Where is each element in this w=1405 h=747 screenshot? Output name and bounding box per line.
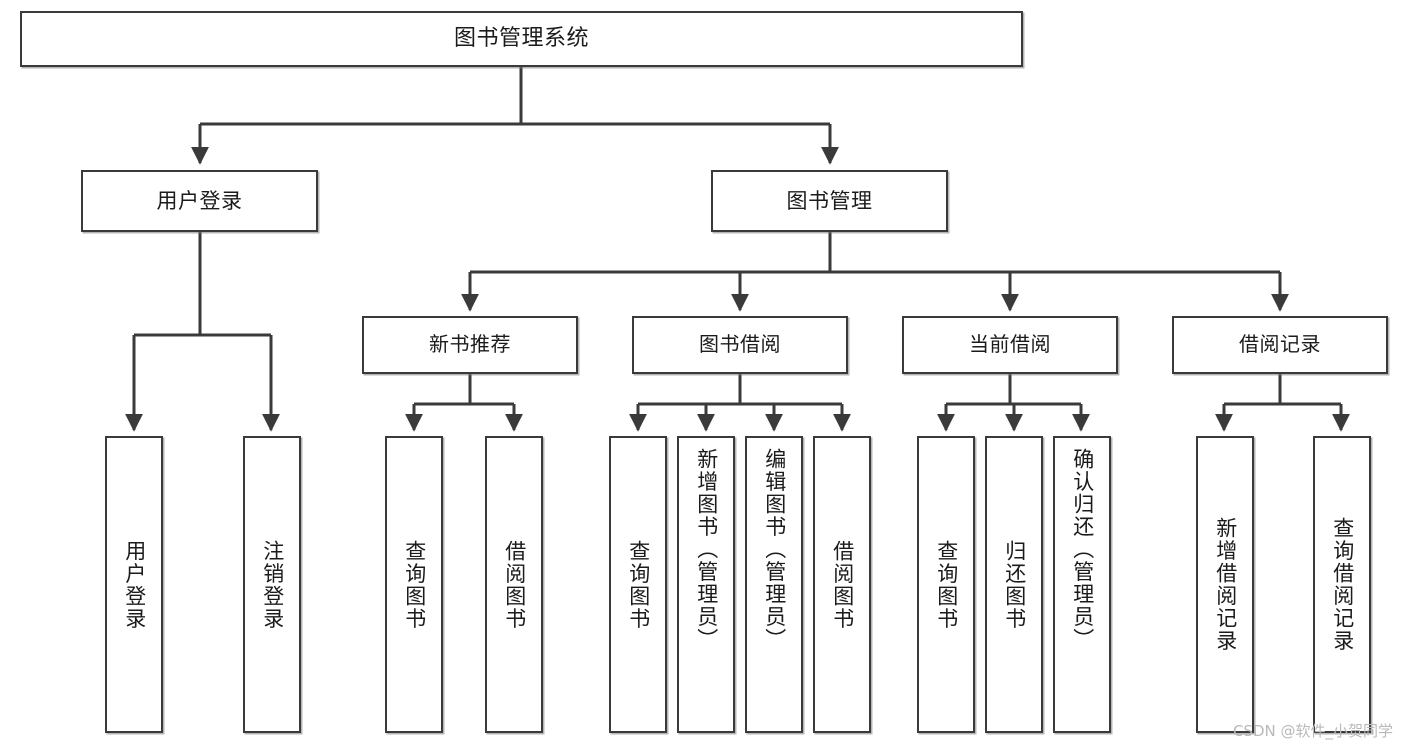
node-label: 借阅图书 <box>502 539 527 630</box>
node-leaf-query-book-3[interactable]: 查询图书 <box>917 436 975 733</box>
node-label: 查询借阅记录 <box>1330 517 1355 652</box>
node-book-manage[interactable]: 图书管理 <box>711 170 948 232</box>
node-label: 查询图书 <box>626 539 651 630</box>
node-label: 注销登录 <box>260 539 285 630</box>
node-leaf-confirm-return[interactable]: 确认归还（管理员） <box>1053 436 1111 733</box>
node-label: 归还图书 <box>1002 539 1027 630</box>
node-leaf-query-book-1[interactable]: 查询图书 <box>385 436 443 733</box>
node-label: 确认归还（管理员） <box>1070 448 1095 651</box>
node-leaf-add-record[interactable]: 新增借阅记录 <box>1196 436 1254 733</box>
node-leaf-borrow-book-2[interactable]: 借阅图书 <box>813 436 871 733</box>
node-label: 查询图书 <box>402 539 427 630</box>
node-label: 当前借阅 <box>969 332 1051 357</box>
node-leaf-query-record[interactable]: 查询借阅记录 <box>1313 436 1371 733</box>
node-leaf-logout-login[interactable]: 注销登录 <box>243 436 301 733</box>
node-label: 借阅图书 <box>830 539 855 630</box>
node-label: 图书管理 <box>786 188 873 213</box>
node-label: 图书管理系统 <box>453 26 589 52</box>
node-label: 用户登录 <box>156 188 243 213</box>
node-user-login[interactable]: 用户登录 <box>81 170 318 232</box>
node-label: 图书借阅 <box>699 332 781 357</box>
node-label: 新增图书（管理员） <box>694 448 719 651</box>
node-label: 编辑图书（管理员） <box>762 448 787 651</box>
watermark-text: CSDN @软件_小贺同学 <box>1232 722 1393 740</box>
node-new-book-recommend[interactable]: 新书推荐 <box>362 316 578 374</box>
node-leaf-add-book[interactable]: 新增图书（管理员） <box>677 436 735 733</box>
node-label: 新书推荐 <box>429 332 511 357</box>
node-label: 新增借阅记录 <box>1213 517 1238 652</box>
node-borrow-record[interactable]: 借阅记录 <box>1172 316 1388 374</box>
node-book-borrow[interactable]: 图书借阅 <box>632 316 848 374</box>
node-label: 查询图书 <box>934 539 959 630</box>
node-root-system[interactable]: 图书管理系统 <box>20 11 1023 67</box>
node-leaf-borrow-book-1[interactable]: 借阅图书 <box>485 436 543 733</box>
node-leaf-query-book-2[interactable]: 查询图书 <box>609 436 667 733</box>
node-label: 用户登录 <box>122 539 147 630</box>
node-current-borrow[interactable]: 当前借阅 <box>902 316 1118 374</box>
node-leaf-user-login[interactable]: 用户登录 <box>105 436 163 733</box>
node-leaf-edit-book[interactable]: 编辑图书（管理员） <box>745 436 803 733</box>
node-leaf-return-book[interactable]: 归还图书 <box>985 436 1043 733</box>
node-label: 借阅记录 <box>1239 332 1321 357</box>
